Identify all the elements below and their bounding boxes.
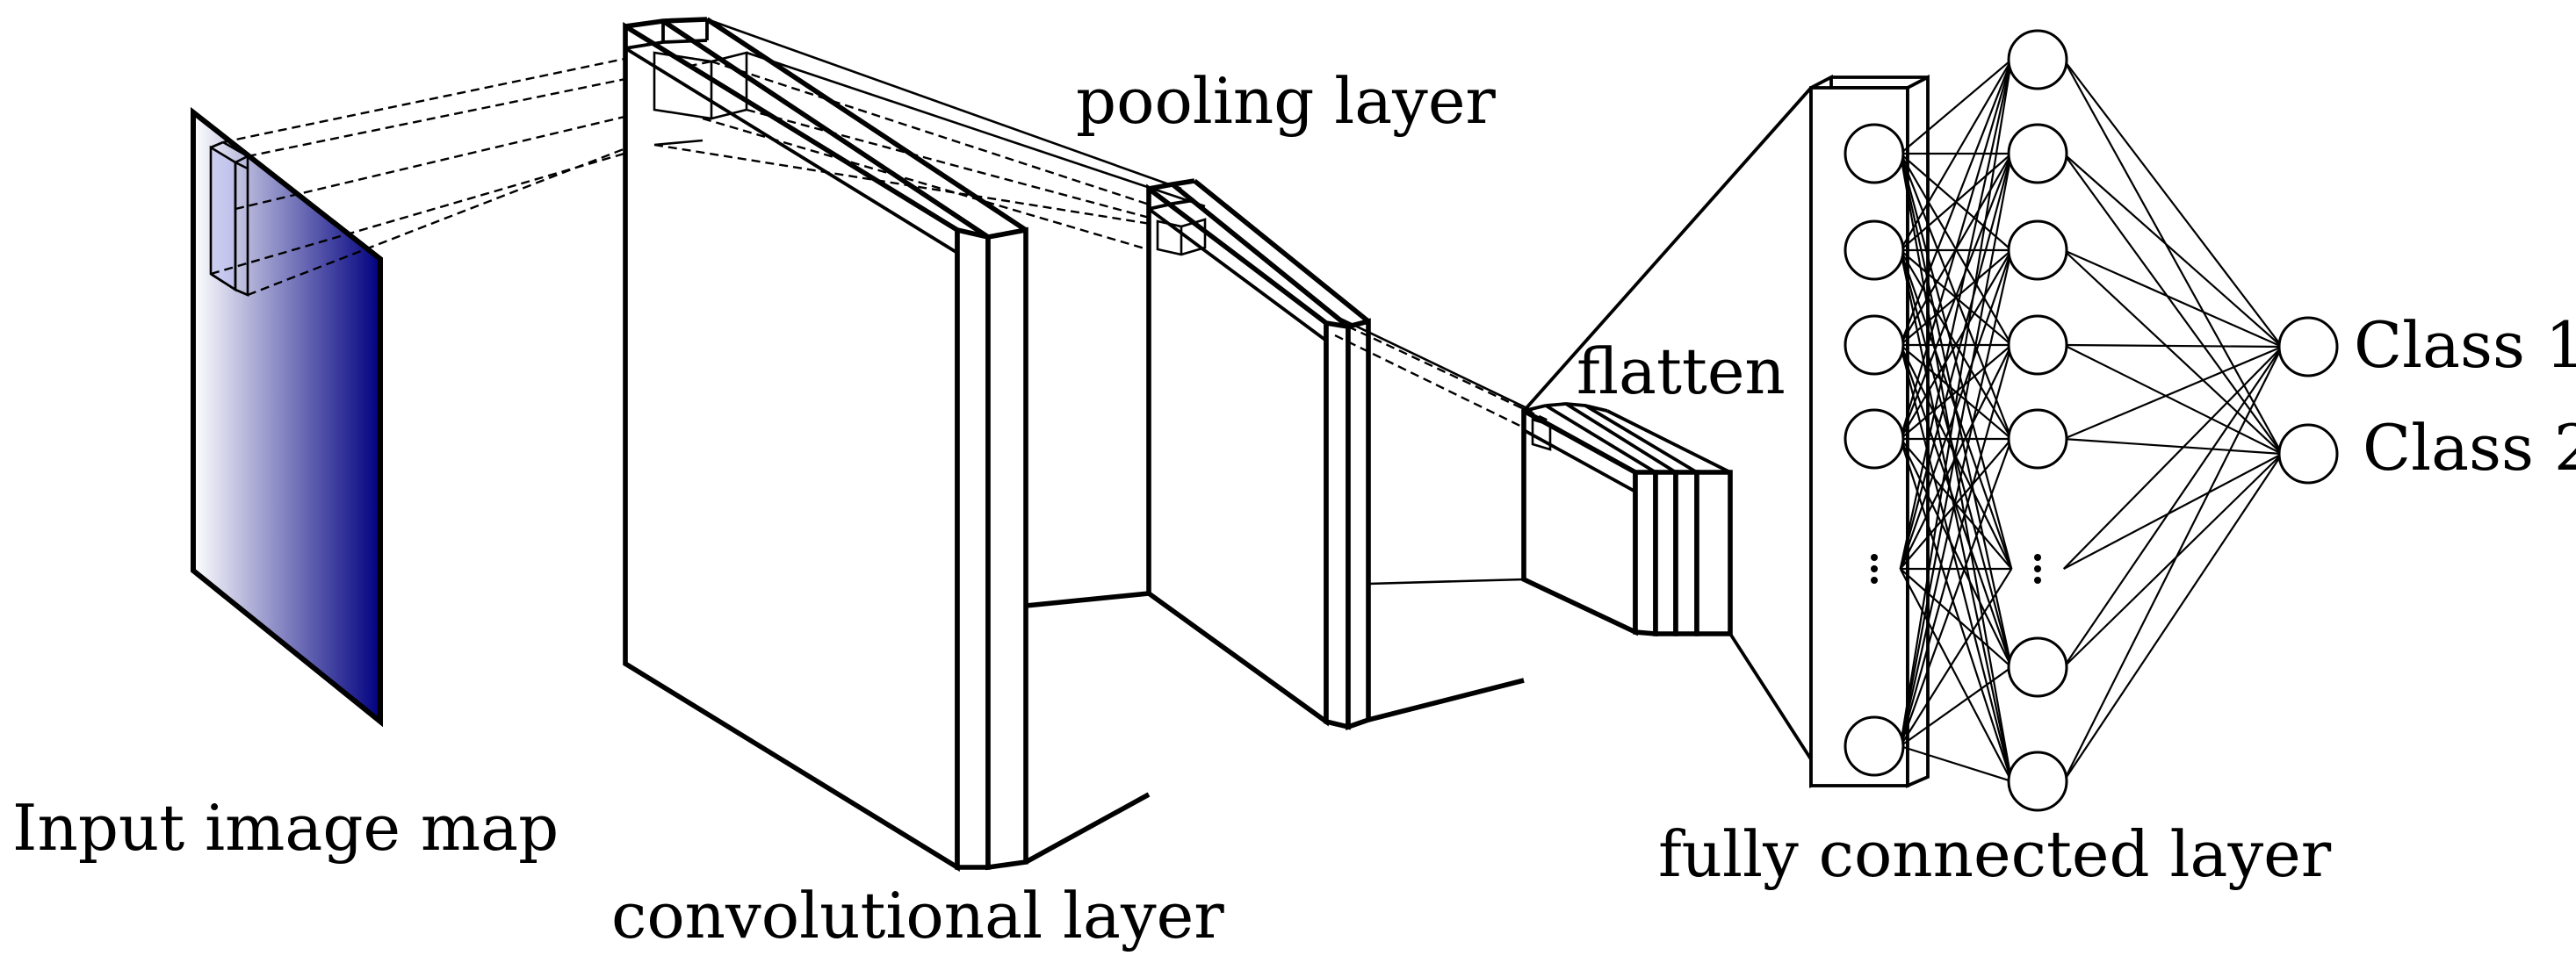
fc-col1-ellipsis-dot [1871,577,1878,584]
fc-neuron-col2 [2007,219,2068,281]
fc-col2-ellipsis-dot [2034,577,2041,584]
fc-connection [1899,249,2013,440]
fc-neuron-col2 [2007,636,2068,698]
fc-neuron-col1 [1844,715,1905,777]
fc-neuron-col1 [1844,219,1905,281]
pooling-layer-label: pooling layer [1076,64,1496,138]
pooling-layer [1025,178,1525,730]
fc-neuron-col2 [2007,408,2068,470]
fc-connection [2063,248,2283,349]
fc-connection [2062,249,2284,455]
fc-connection [1899,344,2013,782]
fc-neuron-col2 [2007,314,2068,376]
fc-neuron-col1 [1844,408,1905,470]
fc-col1-ellipsis-dot [1871,565,1878,572]
fc-connection [1899,59,2013,155]
fc-connection [1899,344,2013,440]
conv-to-pooling-projections [653,18,1206,252]
fc-connection [1899,438,2013,570]
fc-neuron-col2 [2007,29,2068,90]
fc-connection [2062,346,2284,668]
fc-connection [1899,153,2013,782]
fc-connection [2062,346,2284,570]
fc-connection [1899,249,2013,570]
fc-connection [2063,345,2283,441]
fc-connection [1899,568,2013,747]
flatten-label: flatten [1577,334,1786,408]
fc-connection [1899,249,2013,747]
output-neuron-class-1 [2277,316,2339,377]
fc-connection [1900,666,2012,747]
fc-connection [2062,59,2284,455]
fully-connected-layer-label: fully connected layer [1658,817,2332,891]
fc-neuron-col1 [1844,314,1905,376]
fc-connection [1899,344,2013,747]
fc-col1-ellipsis-dot [1871,554,1878,561]
fc-connection [2063,437,2283,456]
fc-connection [2062,153,2284,348]
fc-connection [2062,59,2284,348]
fc-col2-ellipsis-dot [2034,565,2041,572]
flatten-block [1521,402,1733,637]
fc-connection [1899,344,2013,668]
fc-connection [1899,438,2013,747]
fc-connection [2062,346,2284,782]
fc-col2-ellipsis-dot [2034,554,2041,561]
pooling-kernel-box [1156,218,1207,256]
fc-connections [1899,59,2284,783]
fc-neuron-col2 [2007,751,2068,812]
fc-connection [1899,59,2013,251]
fc-neuron-col2 [2007,123,2068,184]
class-2-label: Class 2 [2363,411,2576,485]
fc-connection [1899,59,2013,440]
convolutional-layer-label: convolutional layer [611,879,1224,952]
fc-connection [1899,153,2013,747]
convolutional-layer [623,17,1151,873]
fc-connection [1899,344,2013,570]
flatten-kernel-box [1531,418,1552,451]
fc-connection [1900,744,2012,783]
fc-connection [1899,59,2013,346]
fc-connection [2063,453,2283,570]
fc-connection [1899,59,2013,747]
fc-connection [1899,568,2013,782]
fc-connection [1899,568,2013,668]
input-image-map [191,106,383,728]
fc-neuron-col1 [1844,123,1905,184]
fc-connection [1899,438,2013,668]
fc-connection [2063,343,2283,349]
ellipsis-dots [1871,554,2041,584]
class-1-label: Class 1 [2354,308,2576,382]
fc-connection [1899,59,2013,570]
fc-connection [1899,153,2013,570]
output-neuron-class-2 [2277,423,2339,485]
fc-connection [2063,344,2283,455]
fc-connection [2062,453,2284,782]
input-kernel-box [209,140,249,297]
fc-connection [2062,153,2284,455]
fc-neurons [1844,29,2339,812]
fc-connection [1899,153,2013,440]
fc-connection [1899,249,2013,782]
input-image-map-label: Input image map [12,791,559,865]
pooling-to-flatten-projections [1334,314,1551,586]
fc-connection [2062,453,2284,668]
